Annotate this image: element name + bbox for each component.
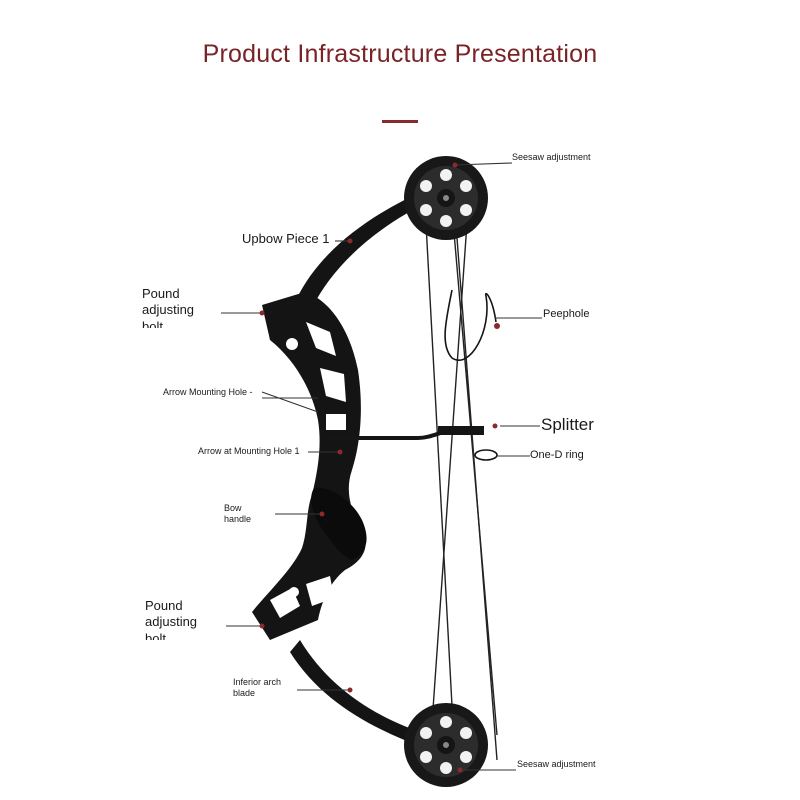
top-cam-wheel — [404, 156, 488, 240]
label-arrow-mounting-hole: Arrow Mounting Hole - — [163, 387, 253, 397]
marker-dots — [259, 162, 498, 773]
label-seesaw-adjustment-bottom: Seesaw adjustment — [517, 759, 596, 769]
label-pound-adjusting-bolt-top: Pound adjusting bolt — [142, 286, 195, 328]
bow-strings — [424, 161, 498, 781]
label-seesaw-adjustment-top: Seesaw adjustment — [512, 152, 591, 162]
leader-lines — [221, 162, 542, 771]
peephole-cable — [444, 289, 497, 361]
riser-cutouts — [270, 322, 346, 618]
splitter-block — [438, 426, 484, 435]
label-pound-adjusting-bolt-bottom: Pound adjusting bolt — [145, 598, 198, 640]
title-underline — [382, 120, 418, 123]
label-upbow-piece: Upbow Piece 1 — [242, 231, 330, 246]
page-title: Product Infrastructure Presentation — [202, 40, 598, 68]
label-inferior-arch-blade: Inferior arch blade — [233, 677, 282, 699]
bow-grip — [311, 487, 367, 560]
label-bow-handle: Bow handle — [224, 503, 252, 525]
label-peephole: Peephole — [543, 308, 590, 320]
label-splitter: Splitter — [541, 415, 594, 434]
one-d-ring — [474, 449, 498, 461]
upper-limb — [296, 190, 432, 308]
label-one-d-ring: One-D ring — [530, 449, 584, 461]
bottom-cam-wheel — [404, 703, 488, 787]
label-arrow-mounting-hole-1: Arrow at Mounting Hole 1 — [198, 446, 300, 456]
